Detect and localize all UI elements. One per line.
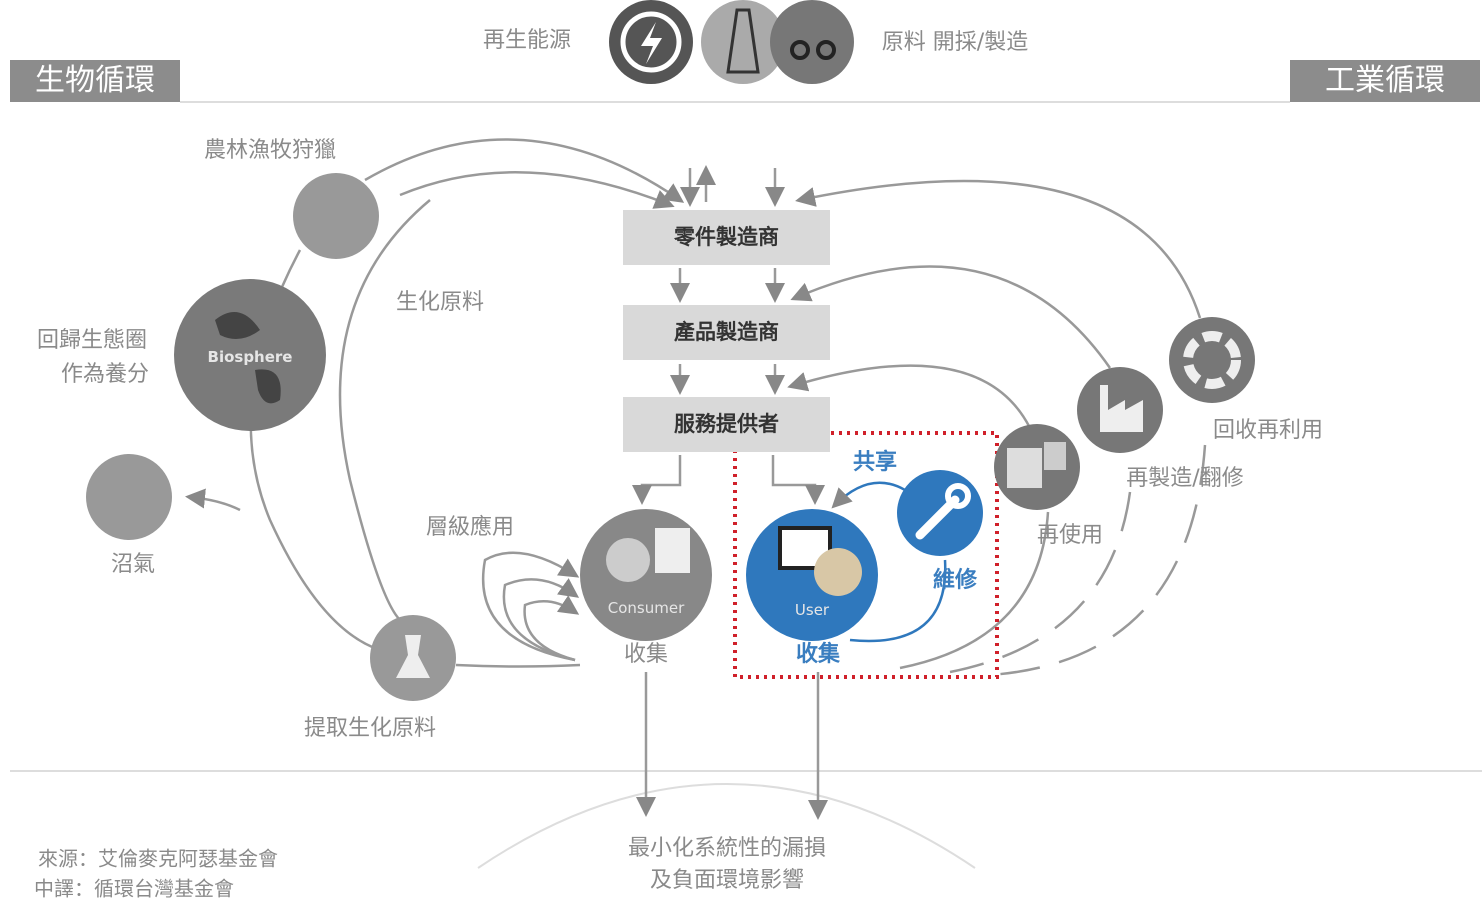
sharing-label: 共享 (852, 450, 898, 475)
user-loop-arrows (831, 481, 947, 643)
biogas-label: 沼氣 (110, 552, 156, 577)
leakage-label-1: 最小化系統性的漏損 (627, 836, 827, 861)
regeneration-label-1: 回歸生態圈 (36, 328, 148, 353)
renewable-energy-label: 再生能源 (482, 28, 572, 53)
farming-icon (293, 173, 379, 259)
cascades-label: 層級應用 (425, 515, 515, 540)
biochem-label: 生化原料 (395, 290, 485, 315)
consumer-icon (580, 509, 712, 641)
source-credit: 來源：艾倫麥克阿瑟基金會 (38, 846, 278, 871)
leakage-arc (477, 783, 976, 869)
product-manufacturer-box: 產品製造商 (623, 305, 830, 360)
regeneration-label-2: 作為養分 (60, 362, 150, 387)
user-collection-label: 收集 (795, 642, 841, 667)
parts-manufacturer-box: 零件製造商 (623, 210, 830, 265)
oil-rig-icon (701, 0, 785, 84)
biosphere-icon (174, 279, 326, 431)
biosphere-label: Biosphere (207, 348, 293, 366)
service-provider-box: 服務提供者 (623, 397, 830, 452)
bio-cycle-tag: 生物循環 (10, 60, 180, 102)
raw-materials-label: 原料 開採/製造 (881, 30, 1029, 55)
consumer-collection-label: 收集 (623, 642, 669, 667)
recycle-icon (1169, 317, 1255, 403)
biogas-icon (86, 454, 172, 540)
farming-label: 農林漁牧狩獵 (203, 138, 337, 163)
highlight-box (733, 431, 999, 679)
maintenance-label: 維修 (932, 568, 978, 593)
recycle-label: 回收再利用 (1212, 418, 1324, 443)
extraction-label: 提取生化原料 (303, 716, 437, 741)
tech-cycle-tag: 工業循環 (1290, 60, 1480, 102)
leakage-label-2: 及負面環境影響 (649, 868, 805, 893)
consumer-label: Consumer (607, 599, 685, 617)
remanufacture-label: 再製造/翻修 (1126, 466, 1244, 491)
mining-icon (770, 0, 854, 84)
reuse-label: 再使用 (1036, 523, 1104, 548)
user-label: User (794, 601, 830, 619)
translation-credit: 中譯：循環台灣基金會 (34, 876, 234, 901)
